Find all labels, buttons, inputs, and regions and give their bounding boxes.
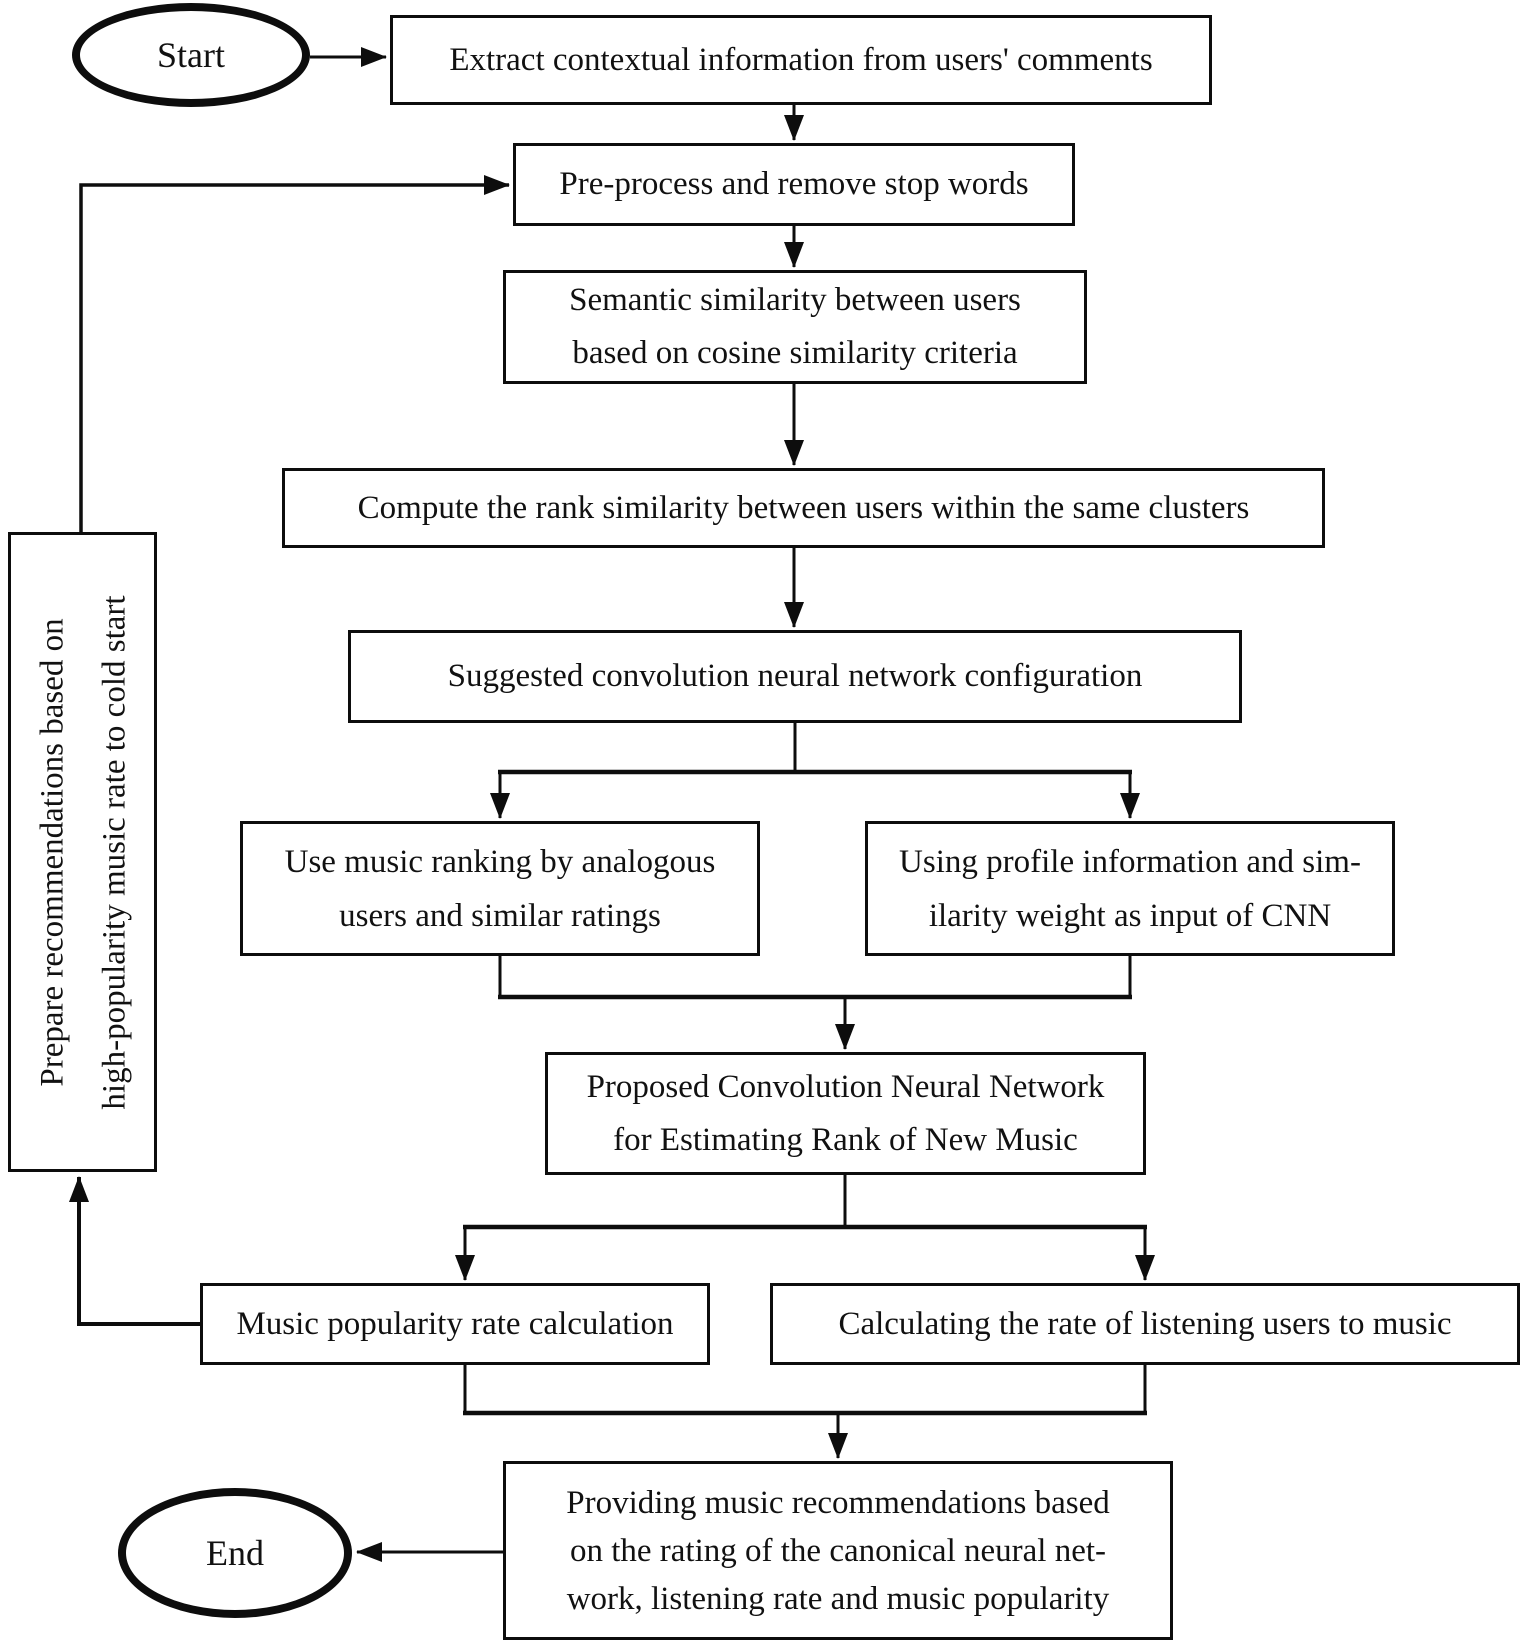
node-label-line2: based on cosine similarity criteria — [572, 335, 1018, 371]
start-label: Start — [157, 35, 225, 75]
node-label-line1: Semantic similarity between users — [569, 282, 1021, 318]
node-label-line2: for Estimating Rank of New Music — [613, 1121, 1078, 1158]
arrow-prepare-to-preprocess — [79, 175, 510, 532]
node-label-line2: ilarity weight as input of CNN — [928, 897, 1332, 934]
node-label-line2: users and similar ratings — [339, 897, 661, 934]
arrow-popularity-to-prepare — [69, 1176, 200, 1326]
node-prepare-recommendations: Prepare recommendations based on high-po… — [8, 532, 157, 1172]
node-label-line3: work, listening rate and music popularit… — [566, 1580, 1110, 1617]
node-label-line1: Using profile information and sim- — [899, 843, 1361, 880]
node-preprocess: Pre-process and remove stop words — [513, 143, 1075, 226]
rotated-label: Prepare recommendations based on high-po… — [11, 532, 154, 1172]
node-suggested-cnn-config: Suggested convolution neural network con… — [348, 630, 1242, 723]
node-compute-rank-similarity: Compute the rank similarity between user… — [282, 468, 1325, 548]
node-use-music-ranking: Use music ranking by analogous users and… — [240, 821, 760, 956]
node-label: Compute the rank similarity between user… — [357, 489, 1250, 526]
node-label: Extract contextual information from user… — [449, 41, 1153, 78]
end-label: End — [206, 1533, 264, 1573]
node-profile-info-input: Using profile information and sim- ilari… — [865, 821, 1395, 956]
node-semantic-similarity: Semantic similarity between users based … — [503, 270, 1087, 384]
start-terminal: Start — [72, 3, 310, 107]
end-terminal: End — [118, 1488, 352, 1618]
node-providing-recommendations: Providing music recommendations based on… — [503, 1461, 1173, 1640]
node-label-line1: Proposed Convolution Neural Network — [586, 1068, 1105, 1105]
node-label-line2: on the rating of the canonical neural ne… — [569, 1532, 1107, 1569]
node-label: Suggested convolution neural network con… — [447, 658, 1143, 694]
node-label: Music popularity rate calculation — [236, 1305, 674, 1342]
node-label-line1: Use music ranking by analogous — [284, 843, 716, 880]
node-label: Pre-process and remove stop words — [559, 166, 1029, 202]
node-proposed-cnn: Proposed Convolution Neural Network for … — [545, 1052, 1146, 1175]
node-listening-rate: Calculating the rate of listening users … — [770, 1283, 1520, 1365]
node-label-line1: Prepare recommendations based on — [33, 617, 70, 1087]
node-extract-contextual-info: Extract contextual information from user… — [390, 15, 1212, 105]
node-label-line2: high-popularity music rate to cold start — [95, 594, 132, 1110]
node-music-popularity-rate: Music popularity rate calculation — [200, 1283, 710, 1365]
node-label: Calculating the rate of listening users … — [838, 1305, 1452, 1342]
node-label-line1: Providing music recommendations based — [566, 1484, 1110, 1521]
